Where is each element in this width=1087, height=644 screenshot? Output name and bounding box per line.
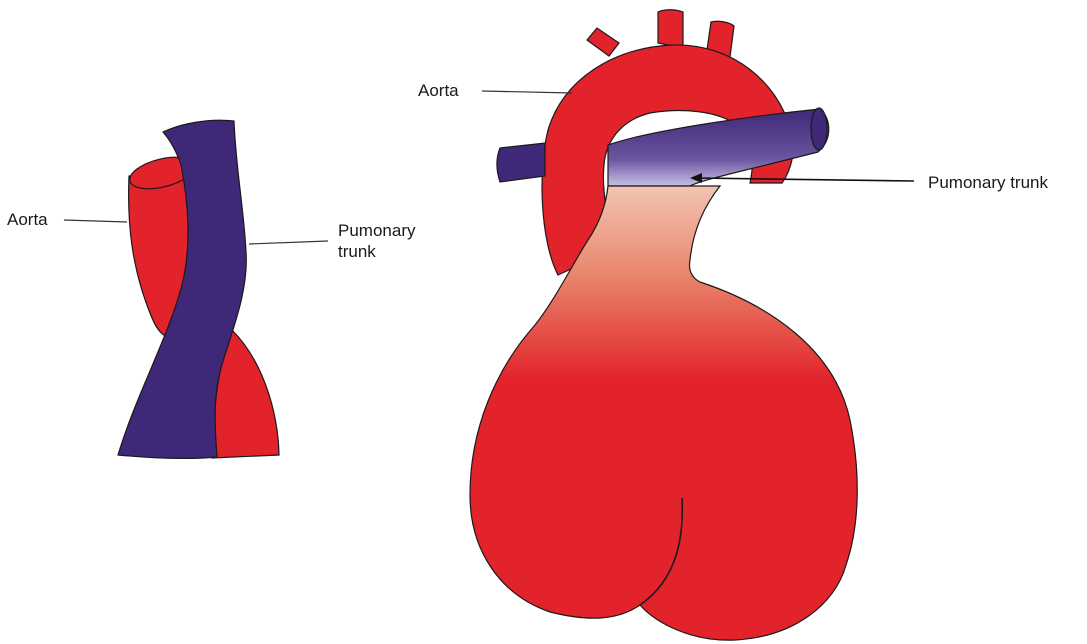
- pulmonary-artery-left-branch: [497, 143, 545, 182]
- left-pulmonary-label-line1: Pumonary: [338, 220, 415, 241]
- heart-body: [470, 186, 857, 640]
- arch-branch-vessel-1: [587, 28, 619, 56]
- left-pulmonary-label-line2: trunk: [338, 241, 415, 262]
- pulmonary-artery-right-branch: [608, 109, 829, 186]
- left-pulmonary-trunk-label: Pumonary trunk: [338, 220, 415, 262]
- arch-branch-vessel-2: [658, 10, 683, 48]
- right-heart-diagram: [470, 10, 914, 640]
- left-pulmonary-leader-line: [249, 241, 328, 244]
- right-aorta-label: Aorta: [418, 80, 459, 101]
- right-pulmonary-leader-line: [698, 178, 914, 181]
- right-aorta-leader-line: [482, 91, 572, 93]
- left-great-arteries-diagram: [64, 120, 328, 458]
- pulmonary-branch-end: [811, 108, 827, 150]
- right-pulmonary-trunk-label: Pumonary trunk: [928, 172, 1048, 193]
- left-aorta-label: Aorta: [7, 209, 48, 230]
- left-aorta-leader-line: [64, 220, 127, 222]
